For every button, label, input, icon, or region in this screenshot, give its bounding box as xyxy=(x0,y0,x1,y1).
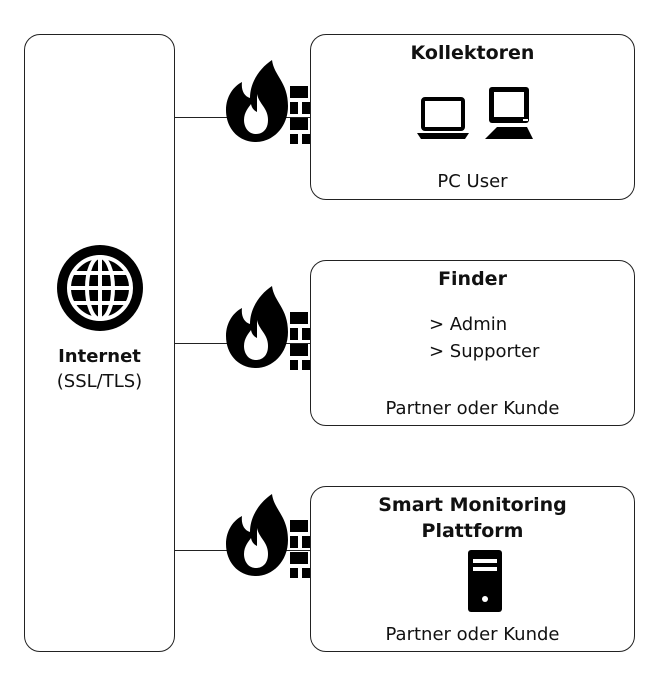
finder-box: Finder > Admin > Supporter Partner oder … xyxy=(310,260,635,426)
kollektoren-footer: PC User xyxy=(437,171,508,192)
server-icon xyxy=(468,550,502,612)
kollektoren-box: Kollektoren PC User xyxy=(310,34,635,200)
finder-role-list: > Admin > Supporter xyxy=(429,311,539,365)
internet-title: Internet xyxy=(58,346,141,367)
smart-monitoring-title-line2: Plattform xyxy=(421,520,524,542)
globe-icon xyxy=(57,245,143,331)
smart-monitoring-title-line1: Smart Monitoring xyxy=(378,494,567,516)
kollektoren-title: Kollektoren xyxy=(410,42,535,64)
internet-subtitle: (SSL/TLS) xyxy=(56,371,143,392)
finder-title: Finder xyxy=(438,268,507,290)
smart-monitoring-footer: Partner oder Kunde xyxy=(385,624,560,645)
list-item: > Supporter xyxy=(429,341,540,362)
smart-monitoring-box: Smart Monitoring Plattform Partner oder … xyxy=(310,486,635,652)
internet-box: Internet (SSL/TLS) xyxy=(24,34,175,652)
desktop-icon xyxy=(485,87,533,139)
list-item: > Admin xyxy=(429,314,508,335)
finder-footer: Partner oder Kunde xyxy=(385,398,560,419)
laptop-icon xyxy=(417,97,469,139)
